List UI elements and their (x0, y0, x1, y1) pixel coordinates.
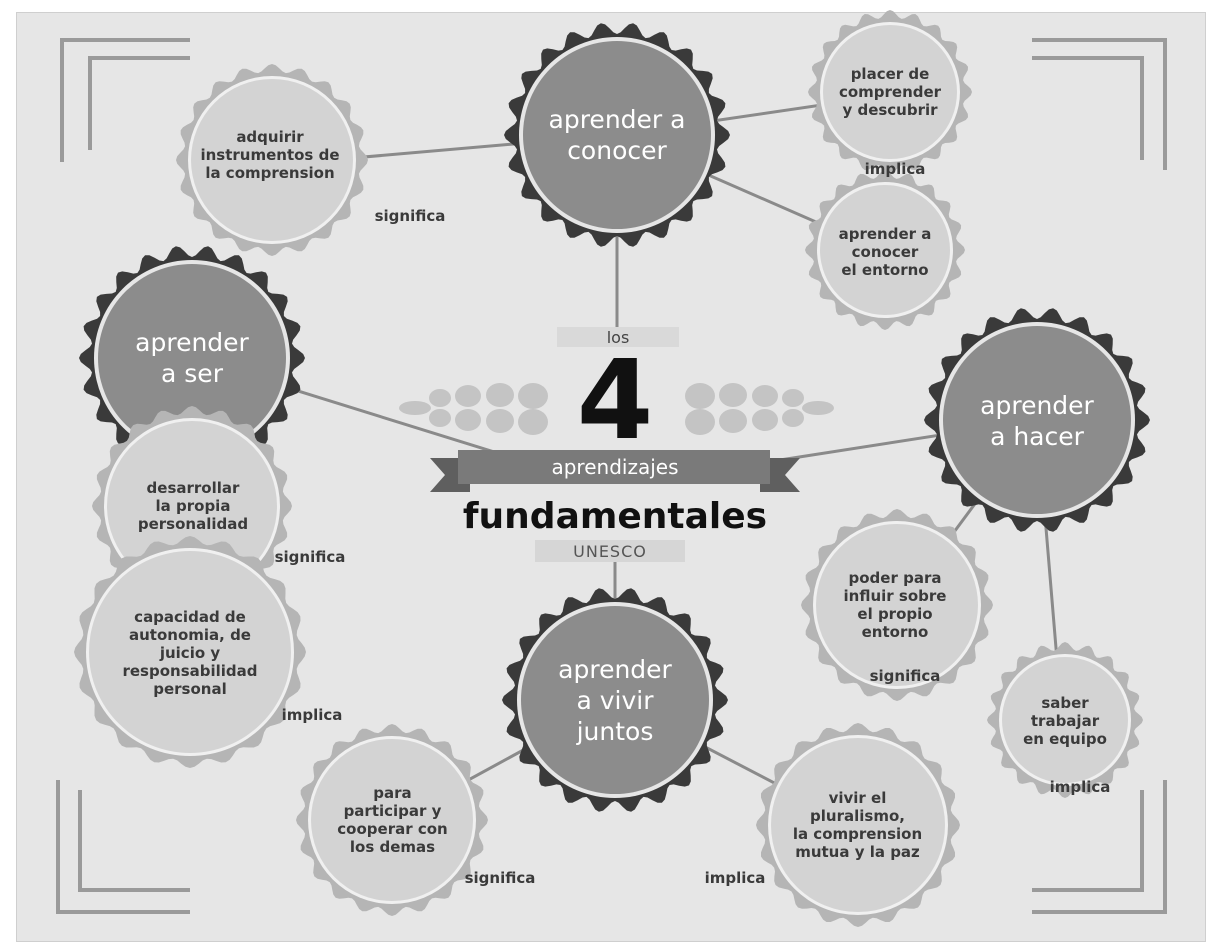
concept-poder-para-influir: poder para influir sobre el propio entor… (843, 569, 947, 641)
badge-shape-poder-para-influir (801, 509, 993, 701)
big-number-four: 4 (576, 336, 654, 464)
label-ser-implica: implica (281, 706, 343, 724)
corner-bracket-top-left (60, 38, 190, 162)
badge-aprender-a-ser: aprender a ser (135, 328, 249, 388)
badge-shape-aprender-a-hacer (924, 308, 1150, 532)
concept-aprender-a-conocer-entorno: aprender a conocer el entorno (838, 225, 932, 279)
concept-placer-de-comprender: placer de comprender y descubrir (838, 65, 942, 119)
label-hacer-significa: significa (869, 667, 941, 685)
badge-shape-aprender-a-conocer (504, 23, 730, 247)
corner-bracket-top-right-inner (1032, 56, 1144, 160)
concept-desarrollar-personalidad: desarrollar la propia personalidad (137, 479, 249, 533)
corner-bracket-bottom-left (56, 780, 190, 914)
corner-bracket-top-right (1032, 38, 1167, 170)
concept-capacidad-autonomia: capacidad de autonomia, de juicio y resp… (122, 607, 258, 698)
badge-shape-para-participar (296, 724, 488, 916)
label-hacer-implica: implica (1049, 778, 1111, 796)
badge-shape-capacidad-autonomia (74, 536, 306, 768)
ribbon-aprendizajes: aprendizajes (551, 455, 679, 479)
concept-vivir-el-pluralismo: vivir el pluralismo, la comprension mutu… (792, 789, 923, 861)
label-conocer-implica: implica (864, 160, 926, 178)
laurel-left-icon (399, 383, 548, 435)
corner-bracket-bottom-right-inner (1032, 790, 1144, 892)
corner-brackets (56, 38, 1167, 914)
badge-shape-adquirir-instrumentos (176, 64, 368, 256)
title-fundamentales: fundamentales (462, 495, 768, 537)
corner-bracket-top-left-inner (88, 56, 190, 150)
badge-shape-aprender-a-conocer-entorno (805, 170, 965, 330)
badge-aprender-a-vivir-juntos: aprender a vivir juntos (558, 654, 672, 746)
concept-saber-trabajar: saber trabajar en equipo (1023, 694, 1107, 748)
label-conocer-significa: significa (374, 207, 446, 225)
label-vivir-implica: implica (704, 869, 766, 887)
badge-aprender-a-conocer: aprender a conocer (548, 105, 686, 165)
concept-para-participar: para participar y cooperar con los demas (337, 784, 448, 856)
corner-bracket-bottom-right (1032, 780, 1167, 914)
badge-shape-placer-de-comprender (808, 10, 972, 174)
badge-shape-saber-trabajar (987, 642, 1143, 798)
badge-aprender-a-hacer: aprender a hacer (980, 391, 1094, 451)
label-ser-significa: significa (274, 548, 346, 566)
badge-shape-aprender-a-ser (79, 246, 305, 470)
tag-los: los (557, 327, 679, 347)
corner-bracket-bottom-left-inner (78, 790, 190, 892)
label-vivir-significa: significa (464, 869, 536, 887)
badge-shape-vivir-el-pluralismo (756, 723, 960, 927)
concept-adquirir-instrumentos: adquirir instrumentos de la comprension (200, 128, 340, 182)
ribbon-banner (430, 450, 800, 492)
badge-shape-aprender-a-vivir-juntos (502, 588, 728, 812)
laurel-right-icon (685, 383, 834, 435)
tag-unesco: UNESCO (535, 540, 685, 562)
